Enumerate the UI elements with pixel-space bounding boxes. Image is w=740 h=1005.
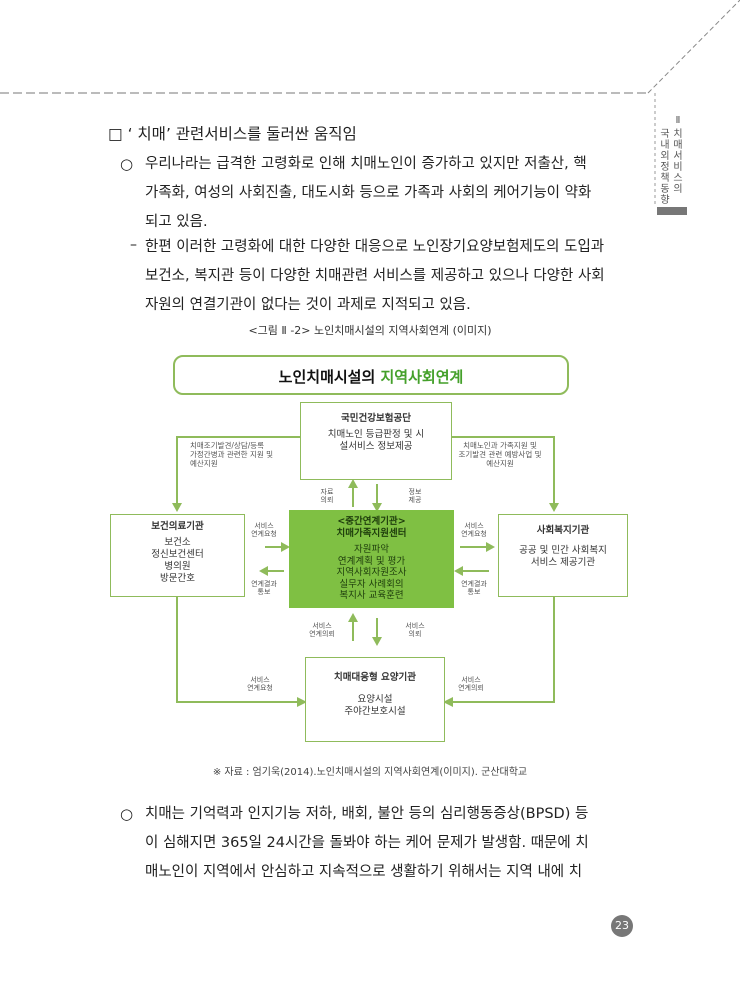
paragraph-line: 가족화, 여성의 사회진출, 대도시화 등으로 가족과 사회의 케어기능이 약화 xyxy=(145,185,592,201)
figure-title: 노인치매시설의 지역사회연계 xyxy=(173,355,569,395)
note-line: 예산지원 xyxy=(190,459,218,468)
figure-source: ※ 자료 : 엄기욱(2014).노인치매시설의 지역사회연계(이미지). 군산… xyxy=(212,767,528,778)
label-left-out: 연계결과 통보 xyxy=(248,580,280,596)
note-line: 치매노인과 가족지원 및 xyxy=(463,441,537,450)
box-line: 설서비스 정보제공 xyxy=(339,441,413,452)
note-line: 연계결과 xyxy=(461,580,487,588)
diagram-connectors xyxy=(176,436,555,703)
note-line: 의뢰 xyxy=(320,496,334,504)
bullet-circle: ○ xyxy=(120,155,134,173)
note-line: 의뢰 xyxy=(408,630,422,638)
box-line: 병의원 xyxy=(164,561,191,572)
chapter-bar xyxy=(657,207,687,215)
paragraph-line: 우리나라는 급격한 고령화로 인해 치매노인이 증가하고 있지만 저출산, 핵 xyxy=(145,156,587,172)
note-line: 연계의뢰 xyxy=(458,684,484,692)
label-right-out: 연계결과 통보 xyxy=(458,580,490,596)
note-top-left: 치매조기발견/상담/등록 가정간병과 관련한 지원 및 예산지원 xyxy=(190,441,273,468)
note-line: 자료 xyxy=(320,488,334,496)
paragraph-line: 한편 이러한 고령화에 대한 다양한 대응으로 노인장기요양보험제도의 도입과 xyxy=(145,239,605,255)
center-line: 복지사 교육훈련 xyxy=(339,590,404,601)
center-line: 자원파악 xyxy=(354,544,389,555)
chapter-number: Ⅱ xyxy=(675,115,681,126)
label-bottom-right: 서비스 연계의뢰 xyxy=(451,676,491,692)
note-line: 연계결과 xyxy=(251,580,277,588)
box-line: 치매노인 등급판정 및 시 xyxy=(327,429,425,440)
box-title: 사회복지기관 xyxy=(536,525,590,536)
note-top-right: 치매노인과 가족지원 및 조기발견 관련 예방사업 및 예산지원 xyxy=(452,441,548,468)
paragraph-line: 되고 있음. xyxy=(145,214,208,230)
label-bottom-left: 서비스 연계요청 xyxy=(240,676,280,692)
box-line: 주야간보호시설 xyxy=(344,706,406,717)
chapter-title-col2: 국내외정책동향 xyxy=(660,129,670,206)
paragraph-line: 매노인이 지역에서 안심하고 지속적으로 생활하기 위해서는 지역 내에 치 xyxy=(145,864,583,880)
center-line: 실무자 사례회의 xyxy=(339,578,404,590)
box-health-medical: 보건의료기관 보건소 정신보건센터 병의원 방문간호 xyxy=(110,514,245,597)
figure-title-highlight: 지역사회연계 xyxy=(380,368,464,386)
box-title: 치매대응형 요양기관 xyxy=(334,672,416,683)
box-line: 보건소 xyxy=(164,537,191,548)
note-line: 서비스 xyxy=(254,522,274,530)
bullet-circle: ○ xyxy=(120,805,134,823)
note-line: 정보 xyxy=(408,488,422,496)
box-nhis: 국민건강보험공단 치매노인 등급판정 및 시 설서비스 정보제공 xyxy=(300,402,452,480)
center-line: 지역사회자원조사 xyxy=(336,567,407,578)
box-care-facility: 치매대응형 요양기관 요양시설 주야간보호시설 xyxy=(305,657,445,742)
section-heading: □ ‘ 치매’ 관련서비스를 둘러싼 움직임 xyxy=(108,125,357,143)
center-line: 연계계획 및 평가 xyxy=(337,555,406,567)
chapter-title-col1: 치매서비스의 xyxy=(673,129,683,195)
note-line: 치매조기발견/상담/등록 xyxy=(190,441,265,450)
note-line: 서비스 xyxy=(464,522,484,530)
note-line: 서비스 xyxy=(461,676,481,684)
center-title-line: <중간연계기관> xyxy=(337,516,406,527)
note-line: 연계요청 xyxy=(247,684,273,692)
figure-caption: <그림 Ⅱ -2> 노인치매시설의 지역사회연계 (이미지) xyxy=(248,324,492,337)
paragraph-3: 치매는 기억력과 인지기능 저하, 배회, 불안 등의 심리행동증상(BPSD)… xyxy=(145,800,635,887)
paragraph-2: 한편 이러한 고령화에 대한 다양한 대응으로 노인장기요양보험제도의 도입과 … xyxy=(145,233,635,320)
label-bottom-down: 서비스 의뢰 xyxy=(398,622,432,638)
center-title-line: 치매가족지원센터 xyxy=(336,527,407,539)
box-line: 방문간호 xyxy=(160,573,195,584)
label-right-in: 서비스 연계요청 xyxy=(458,522,490,538)
box-line: 공공 및 민간 사회복지 xyxy=(519,545,607,556)
paragraph-line: 자원의 연결기관이 없다는 것이 과제로 지적되고 있음. xyxy=(145,297,471,313)
page-number: 23 xyxy=(611,915,633,937)
box-title: 국민건강보험공단 xyxy=(341,413,411,424)
paragraph-1: 우리나라는 급격한 고령화로 인해 치매노인이 증가하고 있지만 저출산, 핵 … xyxy=(145,150,635,237)
note-line: 예산지원 xyxy=(486,459,514,468)
label-down: 정보 제공 xyxy=(400,488,430,504)
note-line: 가정간병과 관련한 지원 및 xyxy=(190,450,274,459)
label-bottom-up: 서비스 연계의뢰 xyxy=(302,622,342,638)
note-line: 통보 xyxy=(467,588,481,596)
box-line: 서비스 제공기관 xyxy=(530,557,596,568)
label-left-in: 서비스 연계요청 xyxy=(248,522,280,538)
paragraph-line: 보건소, 복지관 등이 다양한 치매관련 서비스를 제공하고 있으나 다양한 사… xyxy=(145,268,605,284)
note-line: 연계요청 xyxy=(251,530,277,538)
note-line: 통보 xyxy=(257,588,271,596)
box-line: 정신보건센터 xyxy=(151,549,204,560)
box-dementia-family-center: <중간연계기관> 치매가족지원센터 자원파악 연계계획 및 평가 지역사회자원조… xyxy=(289,510,454,608)
note-line: 서비스 xyxy=(405,622,425,630)
box-title: 보건의료기관 xyxy=(151,521,204,532)
paragraph-line: 치매는 기억력과 인지기능 저하, 배회, 불안 등의 심리행동증상(BPSD)… xyxy=(145,806,589,822)
note-line: 서비스 xyxy=(312,622,332,630)
note-line: 제공 xyxy=(408,496,422,504)
paragraph-line: 이 심해지면 365일 24시간을 돌봐야 하는 케어 문제가 발생함. 때문에… xyxy=(145,835,589,851)
label-up: 자료 의뢰 xyxy=(312,488,342,504)
box-line: 요양시설 xyxy=(357,694,393,705)
note-line: 조기발견 관련 예방사업 및 xyxy=(458,450,542,459)
note-line: 연계의뢰 xyxy=(309,630,335,638)
box-social-welfare: 사회복지기관 공공 및 민간 사회복지 서비스 제공기관 xyxy=(498,514,628,597)
figure-title-prefix: 노인치매시설의 xyxy=(278,368,381,386)
note-line: 연계요청 xyxy=(461,530,487,538)
bullet-dash: – xyxy=(130,237,137,253)
note-line: 서비스 xyxy=(250,676,270,684)
